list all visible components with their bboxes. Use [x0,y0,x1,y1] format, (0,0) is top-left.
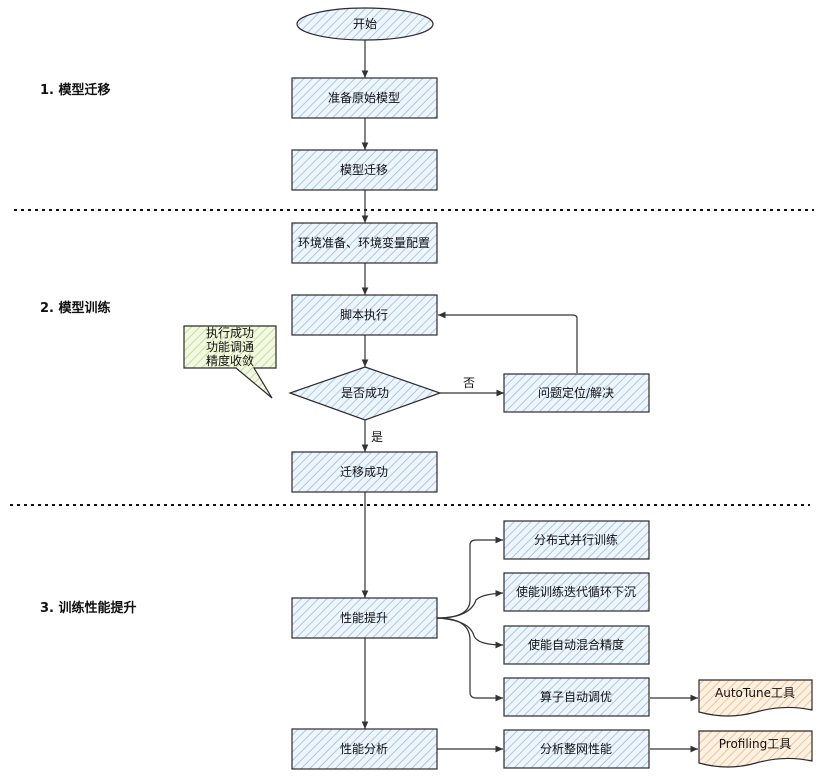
node-autotune[interactable]: AutoTune工具 [698,679,813,717]
node-profiling[interactable]: Profiling工具 [698,730,813,768]
node-decision[interactable]: 是否成功 [288,366,442,421]
node-decision-label: 是否成功 [341,386,389,400]
node-success-label: 迁移成功 [340,465,388,479]
node-debug[interactable]: 问题定位/解决 [503,373,650,413]
node-migrate[interactable]: 模型迁移 [291,149,438,191]
edge-perfup-tune [436,617,503,702]
node-profiling-label: Profiling工具 [719,737,792,751]
node-start[interactable]: 开始 [296,7,434,41]
callout-note: 执行成功 功能调通 精度收敛 [183,325,277,399]
node-tune[interactable]: 算子自动调优 [503,677,650,717]
node-prepare[interactable]: 准备原始模型 [291,77,438,119]
node-dist-label: 分布式并行训练 [534,532,618,547]
node-perf-an-label: 性能分析 [340,742,388,756]
node-sink[interactable]: 使能训练迭代循环下沉 [503,572,650,612]
node-run-label: 脚本执行 [340,307,388,322]
node-env-label: 环境准备、环境变量配置 [298,235,430,250]
node-debug-label: 问题定位/解决 [538,385,614,400]
edge-debug-run [438,311,578,373]
node-perf-an[interactable]: 性能分析 [291,728,438,770]
edge-label-yes: 是 [371,430,383,444]
callout-line-1: 执行成功 [206,326,254,340]
callout-line-2: 功能调通 [206,340,254,354]
section-label-training: 2. 模型训练 [40,300,111,316]
node-net-an-label: 分析整网性能 [540,741,612,756]
node-amp-label: 使能自动混合精度 [528,637,624,652]
node-dist[interactable]: 分布式并行训练 [503,520,650,560]
node-net-an[interactable]: 分析整网性能 [503,729,650,769]
node-env[interactable]: 环境准备、环境变量配置 [291,222,438,264]
node-migrate-label: 模型迁移 [340,163,388,177]
edge-label-no: 否 [463,376,475,390]
node-success[interactable]: 迁移成功 [291,451,438,493]
node-start-label: 开始 [353,17,377,31]
callout-line-3: 精度收敛 [206,353,254,368]
node-prepare-label: 准备原始模型 [328,91,400,105]
node-perf-up[interactable]: 性能提升 [291,597,438,639]
edge-perfup-sink [436,590,504,619]
node-run[interactable]: 脚本执行 [291,294,438,336]
node-tune-label: 算子自动调优 [540,689,612,704]
node-perf-up-label: 性能提升 [340,610,388,625]
edges [361,40,698,753]
node-autotune-label: AutoTune工具 [715,686,795,700]
section-label-migration: 1. 模型迁移 [40,82,111,98]
node-amp[interactable]: 使能自动混合精度 [503,625,650,665]
node-sink-label: 使能训练迭代循环下沉 [516,584,636,599]
edge-perfup-dist [436,536,503,619]
section-label-performance: 3. 训练性能提升 [40,600,137,616]
